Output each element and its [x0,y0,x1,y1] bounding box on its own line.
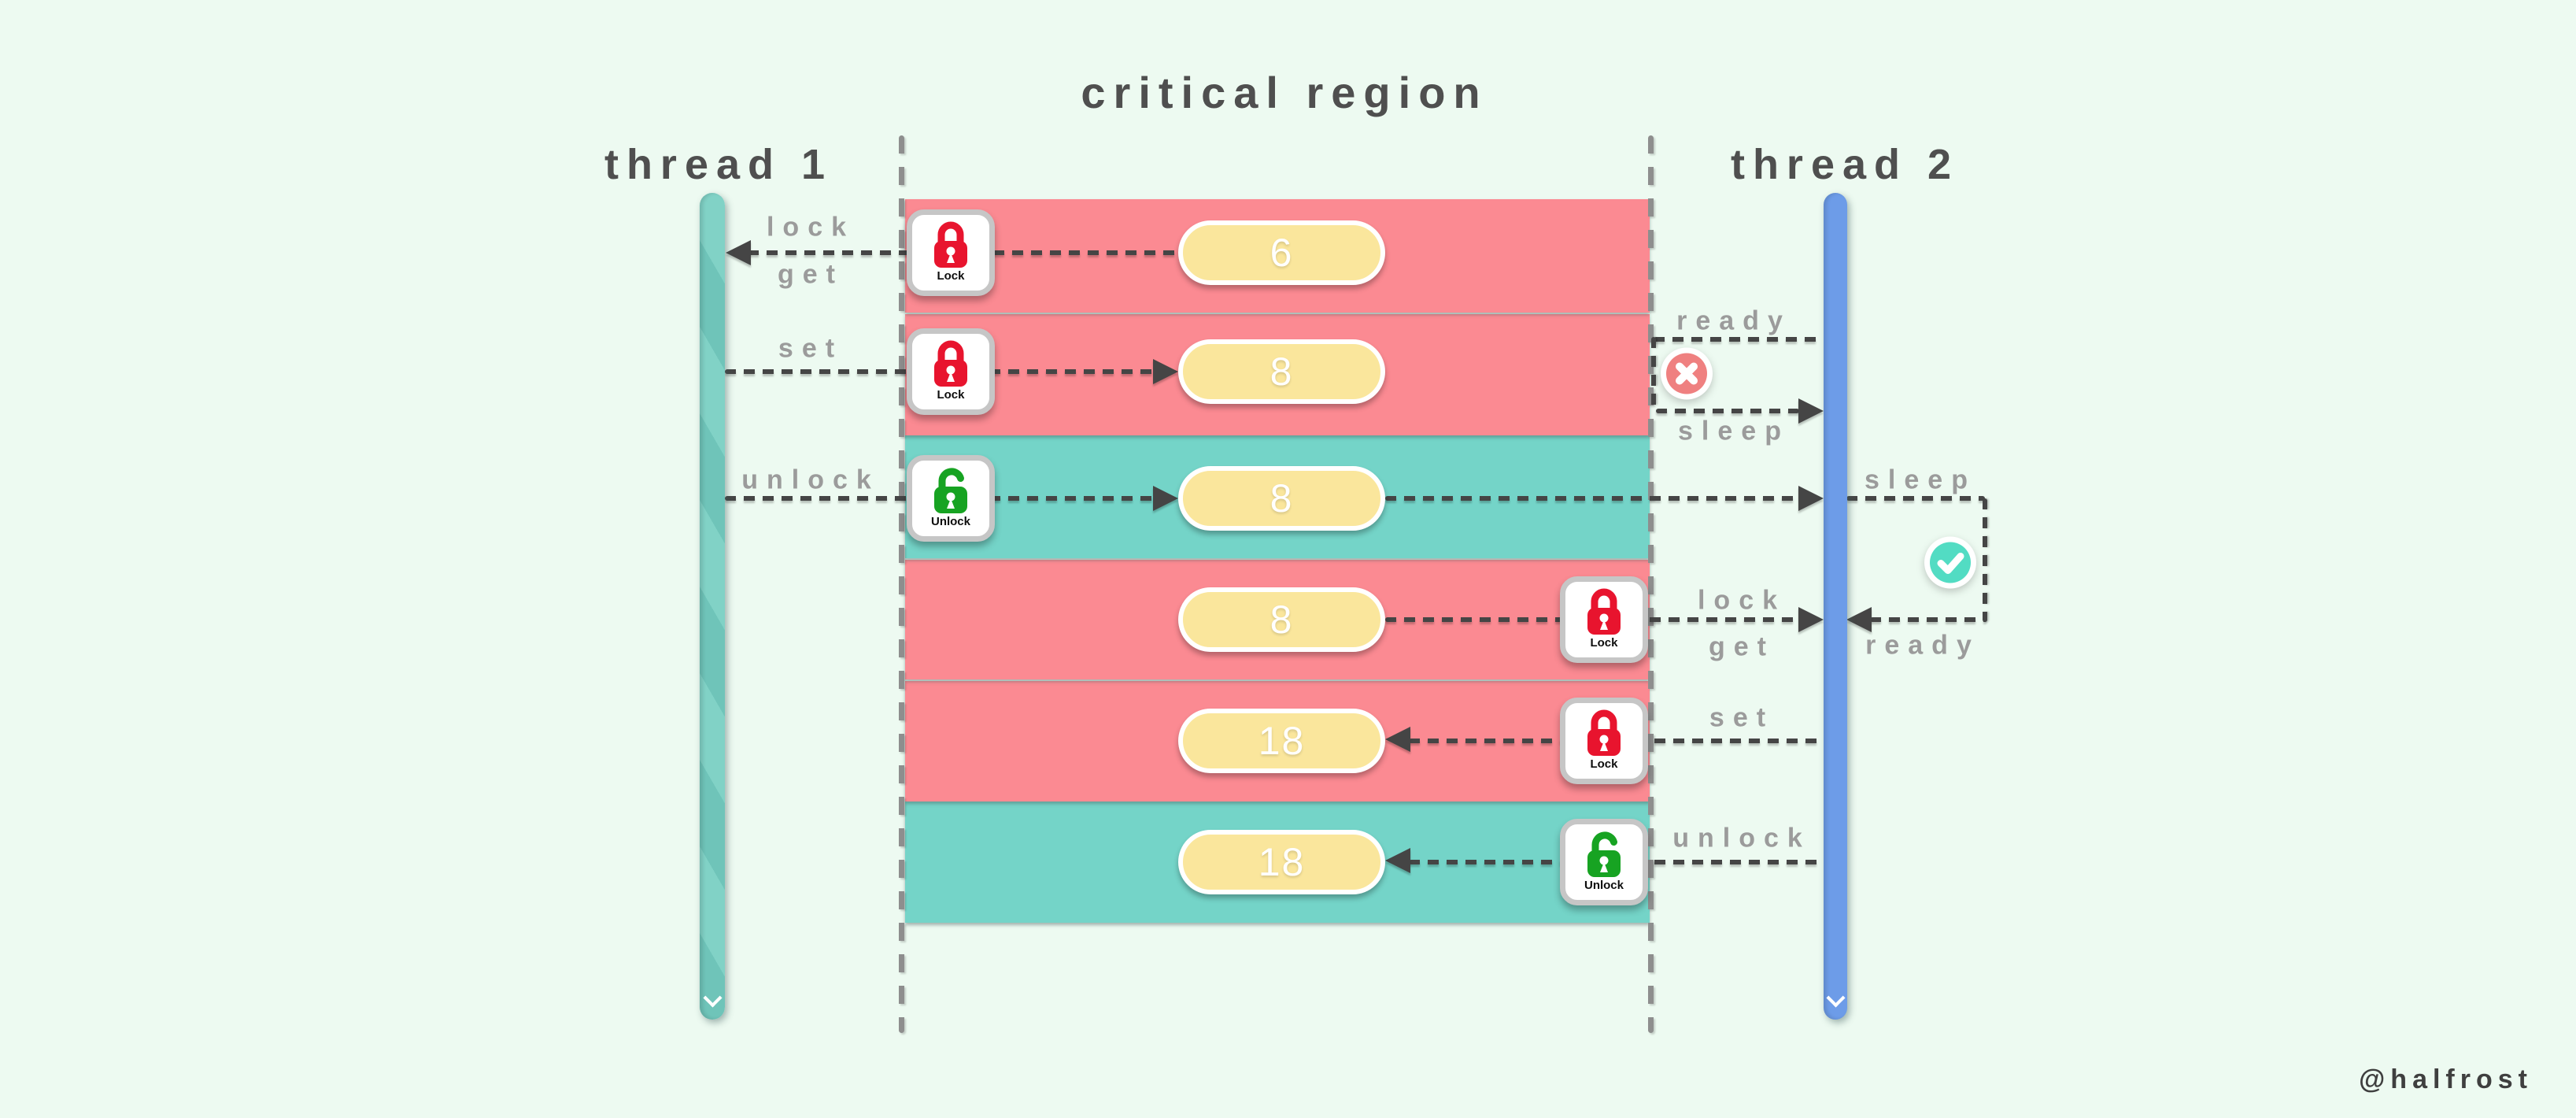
row3-wake-corner-line [1983,498,1987,622]
chevron-down-icon [703,988,723,1008]
lock-caption: Lock [1590,757,1618,771]
padlock-closed-icon [1587,709,1621,756]
row1-lock-label: lock [766,212,856,242]
value-text: 8 [1270,476,1294,520]
row4-ready-label: ready [1865,630,1980,661]
row4-ready-line [1870,617,1987,622]
value-badge: 18 [1178,830,1385,894]
lock-caption: Lock [937,269,965,283]
row3-sleep-label: sleep [1865,465,1976,495]
padlock-open-icon [1587,831,1621,877]
page-title: critical region [1081,68,1488,117]
row2-sleep-line [1656,409,1799,413]
critical-region-left-boundary [899,135,904,1033]
row5-set-label: set [1709,702,1775,733]
row4-ready-arrowhead [1846,607,1872,632]
row4-get-label: get [1709,631,1775,662]
row4-arrowhead-to-thread2 [1798,607,1824,632]
row6-unlock-label: unlock [1672,823,1811,853]
thread1-lifeline [700,193,725,1020]
success-check-icon [1924,536,1977,594]
row3-sleep-arrowhead [1798,486,1824,511]
row2-sleep-label: sleep [1678,416,1790,446]
row4-lock-label: lock [1697,585,1787,616]
row1-get-label: get [778,259,844,290]
lock-icon: Lock [907,328,995,415]
row5-arrowhead-to-value [1385,727,1410,752]
lock-icon: Lock [907,209,995,296]
lock-caption: Lock [937,388,965,402]
unlock-caption: Unlock [1584,879,1624,892]
value-text: 8 [1270,350,1294,394]
row2-ready-line [1654,337,1824,342]
row2-arrowhead-to-value [1153,359,1178,384]
value-text: 8 [1270,598,1294,642]
fail-cross-icon [1660,347,1713,405]
row6-arrowhead-to-value [1385,848,1410,873]
value-text: 18 [1258,719,1306,763]
unlock-icon: Unlock [1560,819,1648,905]
unlock-icon: Unlock [907,455,995,542]
lock-icon: Lock [1560,698,1648,784]
value-badge: 8 [1178,339,1385,404]
value-badge: 8 [1178,466,1385,531]
value-badge: 6 [1178,220,1385,285]
row3-wake-top-line [1846,496,1985,501]
row2-ready-label: ready [1676,305,1791,336]
row2-set-label: set [778,333,844,364]
critical-region-right-boundary [1648,135,1654,1033]
thread2-label: thread 2 [1730,141,1960,188]
chevron-down-icon [1826,988,1846,1008]
value-text: 18 [1258,840,1306,884]
thread2-lifeline [1824,193,1847,1020]
row2-wait-corner-line [1651,337,1656,411]
unlock-caption: Unlock [930,515,970,528]
padlock-open-icon [934,468,967,513]
value-text: 6 [1270,231,1294,275]
padlock-closed-icon [1587,588,1621,635]
lock-icon: Lock [1560,576,1648,663]
row2-sleep-arrowhead [1798,398,1824,424]
value-badge: 18 [1178,709,1385,773]
row3-arrowhead-to-value [1153,486,1178,511]
row1-arrowhead-to-thread1 [726,240,751,265]
padlock-closed-icon [934,340,967,387]
row3-unlock-label: unlock [741,465,880,495]
padlock-closed-icon [934,221,967,268]
thread1-label: thread 1 [604,141,833,188]
value-badge: 8 [1178,587,1385,652]
row3-sleep-line [1385,496,1799,501]
watermark: @halfrost [2359,1064,2533,1094]
lock-caption: Lock [1590,636,1618,650]
